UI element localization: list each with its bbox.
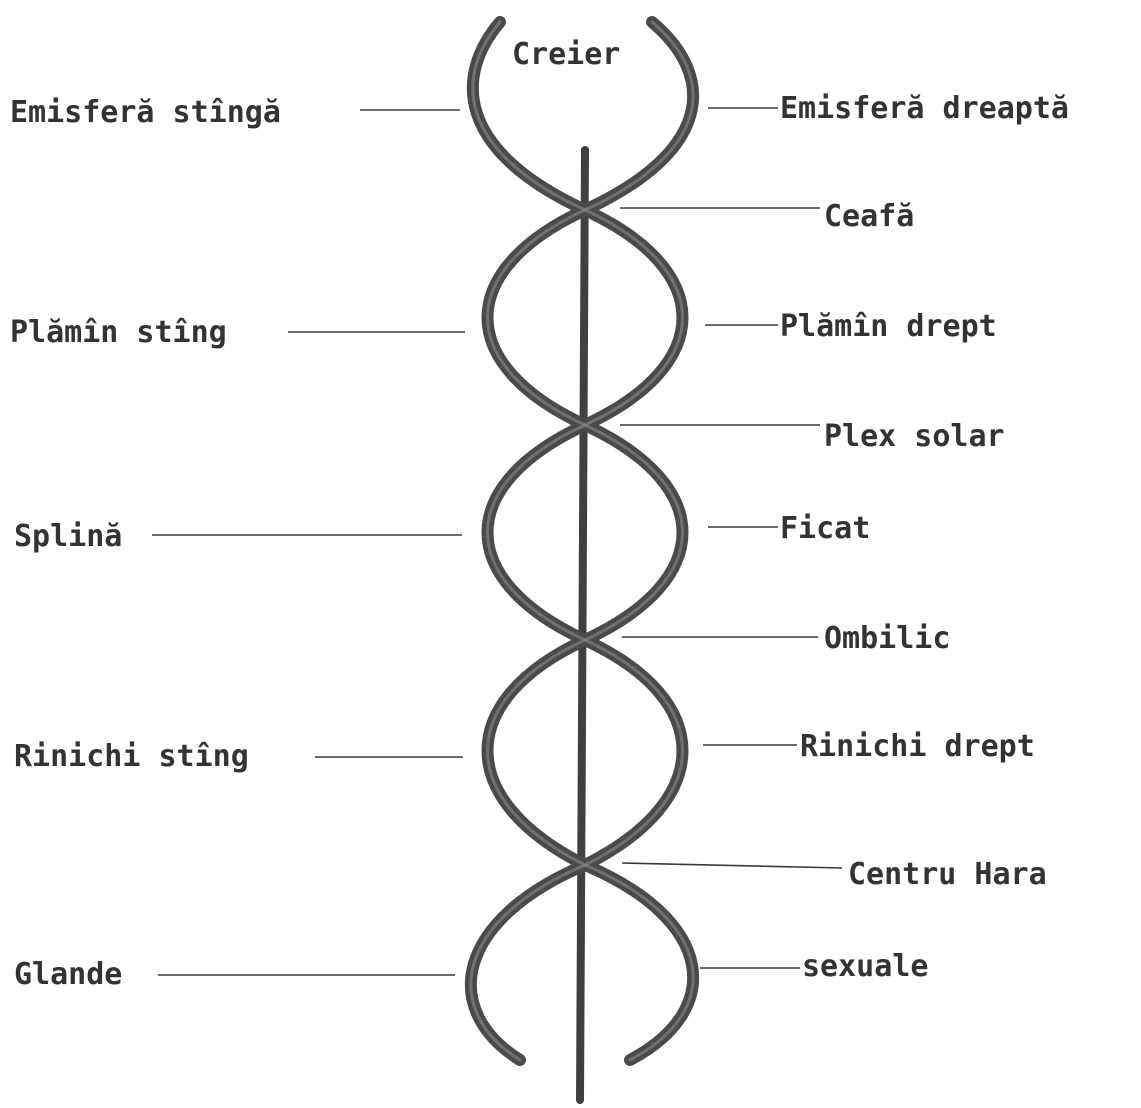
- label-glands-left: Glande: [14, 957, 122, 992]
- central-axis: [580, 150, 585, 1100]
- label-right-hemisphere: Emisferă dreaptă: [780, 91, 1069, 126]
- label-left-hemisphere: Emisferă stîngă: [10, 95, 281, 130]
- label-navel: Ombilic: [824, 621, 950, 656]
- label-hara: Centru Hara: [848, 857, 1047, 892]
- label-left-lung: Plămîn stîng: [10, 315, 227, 350]
- strand-left-highlight: [471, 22, 585, 1060]
- leader-hara: [622, 863, 842, 868]
- label-liver: Ficat: [780, 511, 870, 546]
- label-right-lung: Plămîn drept: [780, 309, 997, 344]
- label-nape: Ceafă: [824, 199, 914, 234]
- label-spleen: Splină: [14, 519, 122, 554]
- label-solar-plexus: Plex solar: [824, 419, 1005, 454]
- label-right-kidney: Rinichi drept: [800, 729, 1035, 764]
- label-top: Creier: [512, 37, 620, 72]
- label-left-kidney: Rinichi stîng: [14, 739, 249, 774]
- label-glands-right: sexuale: [802, 949, 928, 984]
